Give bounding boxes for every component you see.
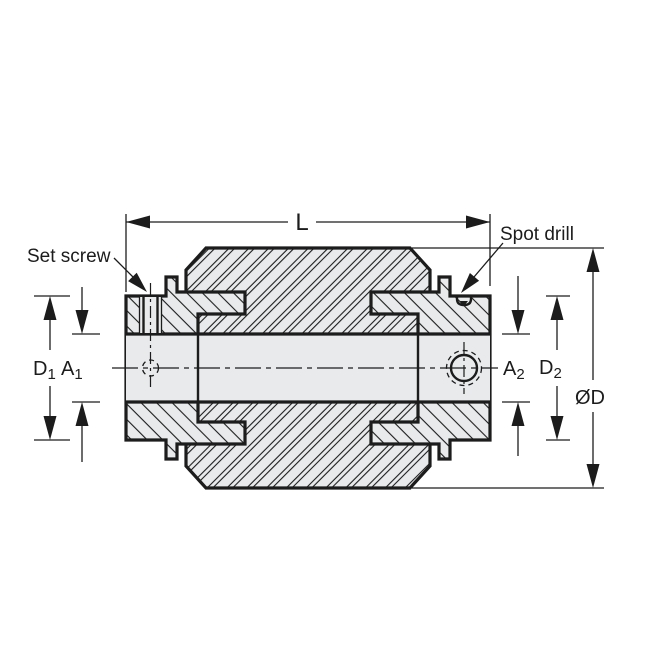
dim-d2-label-sub: 2 bbox=[553, 365, 561, 382]
dim-a1-label-sub: 1 bbox=[74, 366, 82, 383]
spot-drill-leader-arrow bbox=[461, 273, 480, 293]
dim-d2-arrow-bottom bbox=[550, 416, 564, 440]
dim-od-arrow-bottom bbox=[586, 464, 600, 488]
dim-a1: A1 bbox=[61, 287, 100, 462]
set-screw-label: Set screw bbox=[27, 246, 111, 267]
dim-outer-diameter: ØD bbox=[412, 247, 605, 489]
dim-a2-arrow-bottom bbox=[511, 402, 525, 426]
dim-d2-label-base: D bbox=[539, 357, 553, 379]
dim-a1-arrow-top bbox=[75, 310, 89, 334]
dim-od-arrow-top bbox=[586, 248, 600, 272]
spot-drill-leader-line bbox=[473, 242, 504, 278]
set-screw-callout: Set screw bbox=[27, 246, 147, 292]
dim-d1-label-base: D bbox=[33, 358, 47, 380]
dim-length-arrow-left bbox=[126, 215, 150, 229]
dim-d1-arrow-top bbox=[43, 296, 57, 320]
dim-d2: D2 bbox=[539, 295, 570, 441]
dim-d1-arrow-bottom bbox=[43, 416, 57, 440]
dim-od-label: ØD bbox=[575, 387, 605, 409]
dim-a1-label: A1 bbox=[61, 358, 83, 383]
dim-d1: D1 bbox=[33, 295, 70, 441]
set-screw-leader-line bbox=[113, 257, 134, 278]
dim-a2-label: A2 bbox=[503, 358, 525, 383]
dim-a2: A2 bbox=[502, 276, 530, 456]
left-hub-outline bbox=[124, 275, 247, 461]
dim-d1-label-sub: 1 bbox=[47, 366, 55, 383]
set-screw-detail bbox=[138, 283, 163, 390]
right-hub-outline bbox=[369, 275, 492, 461]
spot-drill-label: Spot drill bbox=[500, 224, 574, 245]
dim-a2-label-base: A bbox=[503, 358, 517, 380]
set-screw-leader-arrow bbox=[128, 272, 147, 292]
spot-drill-point bbox=[460, 301, 468, 306]
dim-d1-label: D1 bbox=[33, 358, 56, 383]
dim-d2-arrow-top bbox=[550, 296, 564, 320]
dim-a1-label-base: A bbox=[61, 358, 75, 380]
spot-drill-callout: Spot drill bbox=[461, 224, 574, 293]
dim-a1-arrow-bottom bbox=[75, 402, 89, 426]
dim-d2-label: D2 bbox=[539, 357, 562, 382]
dim-length-arrow-right bbox=[466, 215, 490, 229]
dim-length: L bbox=[125, 209, 491, 292]
dim-a2-label-sub: 2 bbox=[516, 366, 524, 383]
dim-length-label: L bbox=[295, 209, 308, 236]
dim-a2-arrow-top bbox=[511, 310, 525, 334]
